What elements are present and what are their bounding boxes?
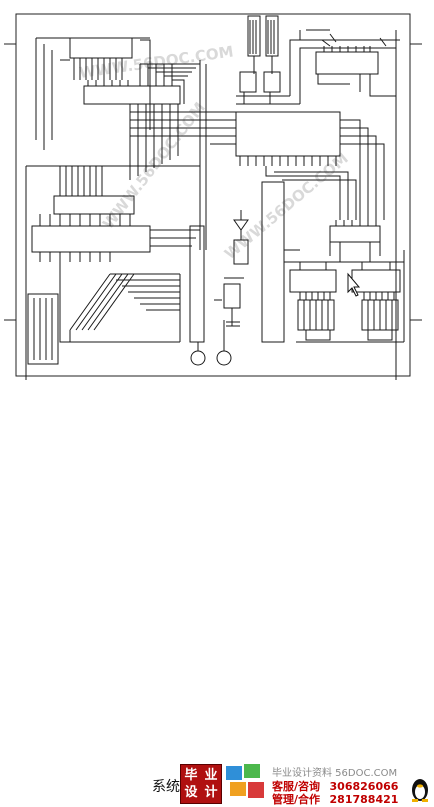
logo-char-4: 计 (204, 785, 218, 800)
logo-char-1: 毕 (184, 768, 198, 783)
diagram-caption: 系统 (152, 779, 180, 795)
frame (4, 13, 422, 377)
seven-seg-a (305, 329, 331, 341)
chip-upper-mid (83, 85, 181, 105)
circuit-schematic: WWW.56DOC.COM WWW.56DOC.COM WWW.56DOC.CO… (4, 13, 422, 380)
transistor-2 (263, 71, 281, 93)
lcd-module (189, 225, 205, 343)
watermark: WWW.56DOC.COM WWW.56DOC.COM WWW.56DOC.CO… (78, 42, 352, 263)
logo-char-3: 设 (184, 785, 198, 800)
watermark-text-3: WWW.56DOC.COM (221, 149, 352, 263)
seven-seg-b (367, 329, 393, 341)
relay-element (233, 239, 249, 265)
manage-row: 管理/合作 281788421 (272, 791, 398, 807)
footer-banner: 系统 毕 业 设 计 毕业设计资料 56DOC.COM 客服/咨询 306826… (0, 380, 434, 806)
puzzle-pieces-icon (226, 764, 264, 798)
chip-center (235, 111, 341, 157)
chip-right-b (351, 269, 401, 293)
chip-left-upper (53, 195, 135, 215)
chip-right-a (289, 269, 337, 293)
display-module (27, 293, 59, 365)
manage-label: 管理/合作 (272, 793, 321, 806)
transistor-1 (239, 71, 257, 93)
tagline: 毕业设计资料 56DOC.COM (272, 768, 398, 779)
brand-logo: 毕 业 设 计 (180, 764, 222, 804)
chip-left-lower (31, 225, 151, 253)
chip-top-right (315, 51, 379, 75)
small-ic (223, 283, 241, 309)
chip-right-top (329, 225, 381, 243)
qq-penguin-icon (412, 779, 428, 802)
manage-number: 281788421 (329, 793, 399, 806)
wiring (25, 15, 405, 380)
chip-top-left (69, 37, 133, 59)
logo-char-2: 业 (204, 768, 218, 783)
